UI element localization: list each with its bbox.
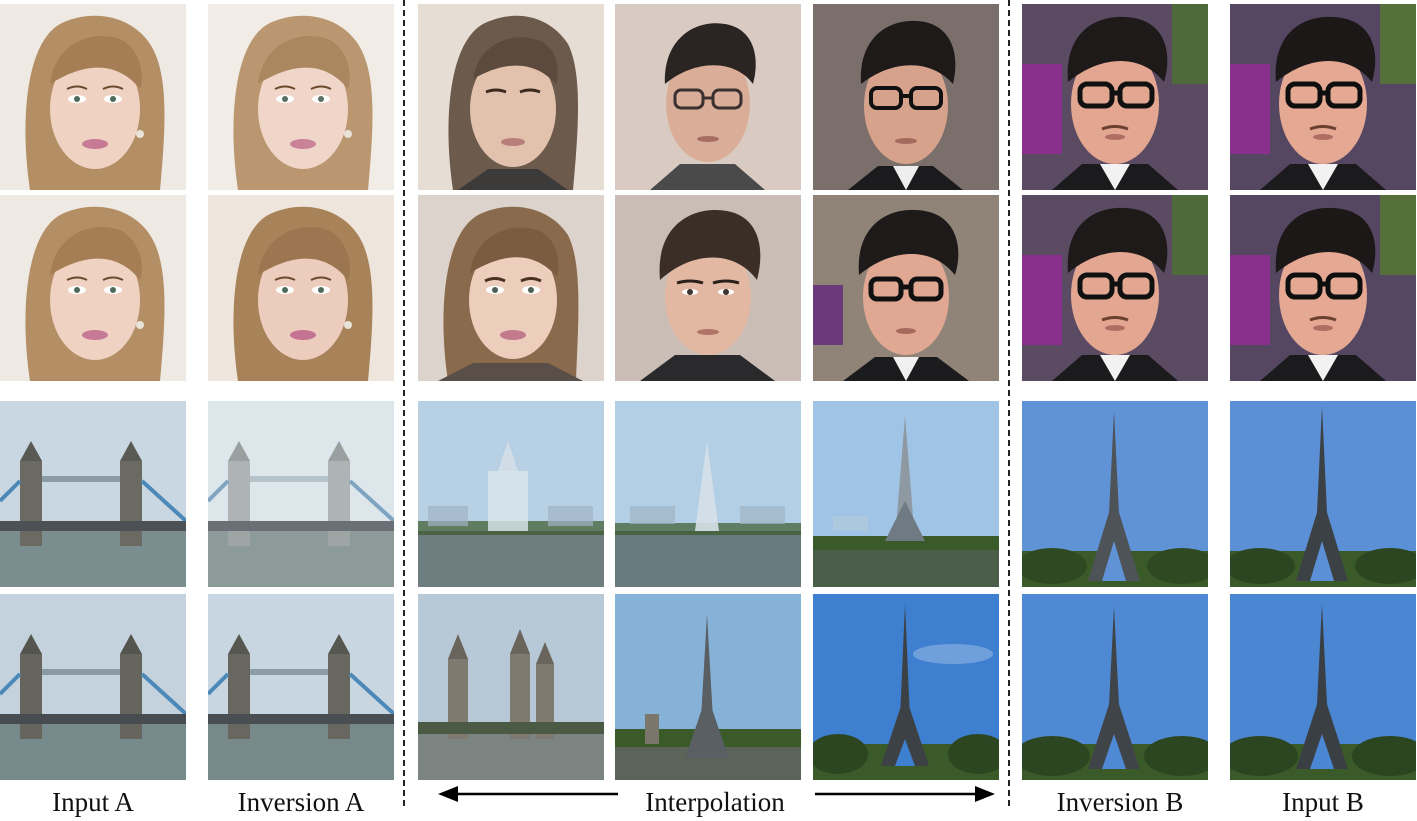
input-a-bridge-reconstruction — [0, 401, 186, 587]
input-b-face-reference — [1230, 195, 1416, 381]
label-input-b: Input B — [1282, 787, 1364, 817]
inversion-a-bridge-reference — [208, 594, 394, 780]
label-inversion-a: Inversion A — [237, 787, 365, 817]
input-b-eiffel-reconstruction — [1230, 401, 1416, 587]
arrow-left-icon — [438, 786, 618, 802]
interpolation-face-step-3-row-1 — [813, 4, 999, 190]
inversion-b-eiffel-reference — [1022, 594, 1208, 780]
interpolation-face-step-1-row-1 — [418, 4, 604, 190]
interpolation-face-step-1-row-2 — [418, 195, 604, 381]
interpolation-face-step-3-row-2 — [813, 195, 999, 381]
inversion-b-eiffel-reconstruction — [1022, 401, 1208, 587]
interpolation-landmark-step-2-row-4 — [615, 594, 801, 780]
input-b-eiffel-reference — [1230, 594, 1416, 780]
inversion-a-bridge-reconstruction — [208, 401, 394, 587]
interpolation-face-step-2-row-1 — [615, 4, 801, 190]
input-b-face-reconstruction — [1230, 4, 1416, 190]
interpolation-landmark-step-3-row-3 — [813, 401, 999, 587]
inversion-b-face-reconstruction — [1022, 4, 1208, 190]
interpolation-landmark-step-2-row-3 — [615, 401, 801, 587]
arrow-right-icon — [815, 786, 995, 802]
interpolation-landmark-step-3-row-4 — [813, 594, 999, 780]
interpolation-face-step-2-row-2 — [615, 195, 801, 381]
label-interpolation: Interpolation — [645, 787, 785, 817]
input-a-face-reference — [0, 195, 186, 381]
input-a-bridge-reference — [0, 594, 186, 780]
right-dashed-divider — [1008, 0, 1010, 806]
inversion-b-face-reference — [1022, 195, 1208, 381]
label-input-a: Input A — [52, 787, 134, 817]
interpolation-landmark-step-1-row-4 — [418, 594, 604, 780]
label-inversion-b: Inversion B — [1056, 787, 1184, 817]
interpolation-landmark-step-1-row-3 — [418, 401, 604, 587]
left-dashed-divider — [403, 0, 405, 806]
input-a-face-reconstruction — [0, 4, 186, 190]
inversion-a-face-reference — [208, 195, 394, 381]
inversion-a-face-reconstruction — [208, 4, 394, 190]
